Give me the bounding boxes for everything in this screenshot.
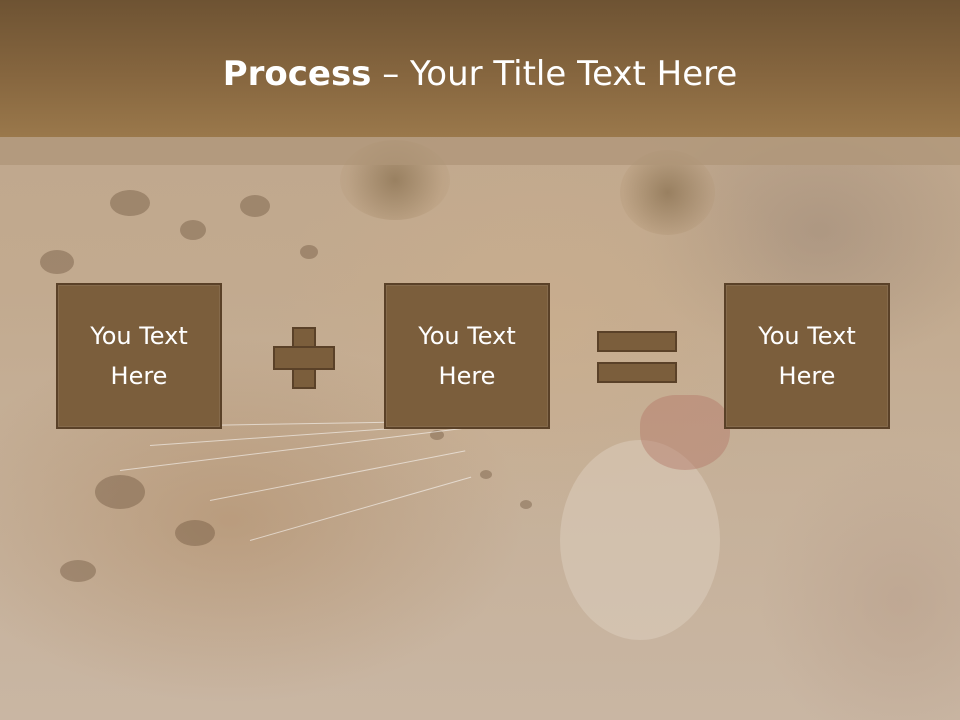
text-box-3-label: You Text Here <box>758 322 856 390</box>
text-box-1[interactable]: You Text Here <box>56 283 222 429</box>
title-band <box>0 137 960 165</box>
title-strong: Process <box>222 54 372 94</box>
title-bar: Process – Your Title Text Here <box>0 0 960 137</box>
equals-icon <box>597 331 677 383</box>
text-box-2-label: You Text Here <box>418 322 516 390</box>
plus-icon <box>273 327 335 389</box>
text-box-3[interactable]: You Text Here <box>724 283 890 429</box>
slide-title: Process – Your Title Text Here <box>0 52 960 96</box>
text-box-2[interactable]: You Text Here <box>384 283 550 429</box>
text-box-1-label: You Text Here <box>90 322 188 390</box>
title-rest: – Your Title Text Here <box>371 54 738 94</box>
